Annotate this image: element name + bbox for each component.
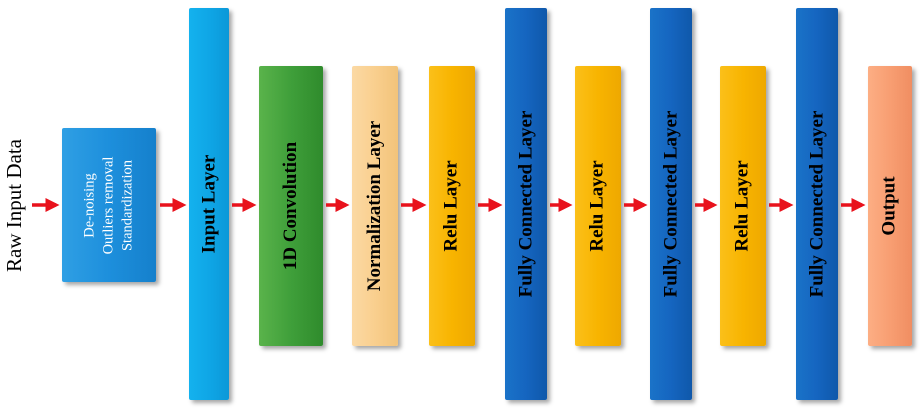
relu-layer-1-block: Relu Layer (429, 66, 475, 346)
relu-layer-3-block: Relu Layer (720, 66, 766, 346)
conv1d-block: 1D Convolution (259, 66, 323, 346)
preprocessing-block: De-noising Outliers removal Standardizat… (62, 128, 156, 282)
fully-connected-layer-1-block: Fully Connected Layer (505, 8, 547, 400)
output-block: Output (868, 66, 912, 346)
fully-connected-layer-2-block: Fully Connected Layer (650, 8, 692, 400)
normalization-layer-block: Normalization Layer (352, 66, 398, 346)
relu-layer-2-block: Relu Layer (575, 66, 621, 346)
fully-connected-layer-3-block: Fully Connected Layer (796, 8, 838, 400)
input-layer-block: Input Layer (189, 8, 229, 400)
